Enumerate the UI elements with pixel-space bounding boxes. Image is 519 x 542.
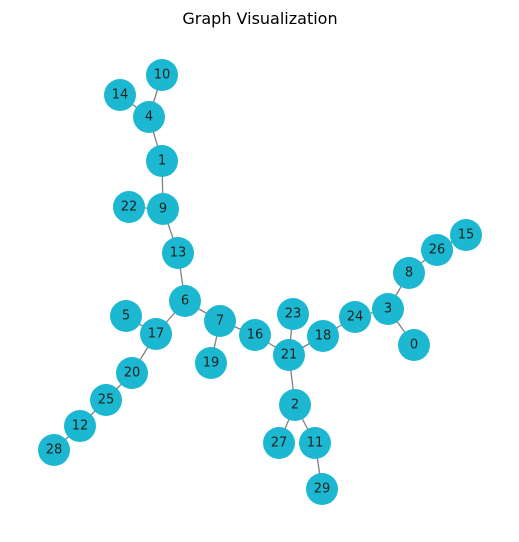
graph-title: Graph Visualization bbox=[182, 9, 337, 28]
node-1: 1 bbox=[146, 145, 178, 177]
node-label: 19 bbox=[203, 356, 220, 371]
node-label: 15 bbox=[458, 228, 475, 243]
node-circle bbox=[204, 305, 236, 337]
node-circle bbox=[146, 145, 178, 177]
node-circle bbox=[64, 410, 96, 442]
node-29: 29 bbox=[306, 473, 338, 505]
node-11: 11 bbox=[299, 427, 331, 459]
node-circle bbox=[110, 300, 142, 332]
node-label: 9 bbox=[159, 202, 167, 217]
node-23: 23 bbox=[277, 298, 309, 330]
node-label: 11 bbox=[307, 436, 324, 451]
node-label: 10 bbox=[154, 68, 171, 83]
node-6: 6 bbox=[169, 285, 201, 317]
node-15: 15 bbox=[450, 219, 482, 251]
node-label: 24 bbox=[347, 310, 364, 325]
node-9: 9 bbox=[147, 193, 179, 225]
node-circle bbox=[140, 318, 172, 350]
node-label: 7 bbox=[216, 314, 224, 329]
node-circle bbox=[273, 339, 305, 371]
node-27: 27 bbox=[263, 427, 295, 459]
node-label: 17 bbox=[148, 327, 165, 342]
node-circle bbox=[195, 347, 227, 379]
node-14: 14 bbox=[104, 79, 136, 111]
node-label: 3 bbox=[384, 302, 392, 317]
node-5: 5 bbox=[110, 300, 142, 332]
node-circle bbox=[133, 101, 165, 133]
node-circle bbox=[239, 319, 271, 351]
node-8: 8 bbox=[393, 257, 425, 289]
node-circle bbox=[372, 293, 404, 325]
node-circle bbox=[279, 389, 311, 421]
node-label: 20 bbox=[124, 366, 141, 381]
node-label: 1 bbox=[158, 154, 166, 169]
node-24: 24 bbox=[339, 301, 371, 333]
node-0: 0 bbox=[398, 329, 430, 361]
node-label: 29 bbox=[314, 482, 331, 497]
node-label: 12 bbox=[72, 419, 89, 434]
node-label: 6 bbox=[181, 294, 189, 309]
node-2: 2 bbox=[279, 389, 311, 421]
node-label: 13 bbox=[170, 246, 187, 261]
node-circle bbox=[162, 237, 194, 269]
node-circle bbox=[306, 473, 338, 505]
node-20: 20 bbox=[116, 357, 148, 389]
node-label: 27 bbox=[271, 436, 288, 451]
node-circle bbox=[263, 427, 295, 459]
node-label: 14 bbox=[112, 88, 129, 103]
node-circle bbox=[421, 234, 453, 266]
node-label: 26 bbox=[429, 243, 446, 258]
node-label: 18 bbox=[315, 329, 332, 344]
node-circle bbox=[38, 434, 70, 466]
node-label: 5 bbox=[122, 309, 130, 324]
node-7: 7 bbox=[204, 305, 236, 337]
node-3: 3 bbox=[372, 293, 404, 325]
node-26: 26 bbox=[421, 234, 453, 266]
node-circle bbox=[113, 191, 145, 223]
node-label: 25 bbox=[98, 393, 115, 408]
node-label: 22 bbox=[121, 200, 138, 215]
node-circle bbox=[104, 79, 136, 111]
node-label: 2 bbox=[291, 398, 299, 413]
node-16: 16 bbox=[239, 319, 271, 351]
node-label: 8 bbox=[405, 266, 413, 281]
node-label: 0 bbox=[410, 338, 418, 353]
node-label: 23 bbox=[285, 307, 302, 322]
node-circle bbox=[307, 320, 339, 352]
node-circle bbox=[169, 285, 201, 317]
node-circle bbox=[450, 219, 482, 251]
node-19: 19 bbox=[195, 347, 227, 379]
node-10: 10 bbox=[146, 59, 178, 91]
node-21: 21 bbox=[273, 339, 305, 371]
node-label: 16 bbox=[247, 328, 264, 343]
node-12: 12 bbox=[64, 410, 96, 442]
node-25: 25 bbox=[90, 384, 122, 416]
node-circle bbox=[299, 427, 331, 459]
node-label: 28 bbox=[46, 443, 63, 458]
node-circle bbox=[339, 301, 371, 333]
node-label: 4 bbox=[145, 110, 153, 125]
node-circle bbox=[90, 384, 122, 416]
node-circle bbox=[147, 193, 179, 225]
node-label: 21 bbox=[281, 348, 298, 363]
node-circle bbox=[393, 257, 425, 289]
node-13: 13 bbox=[162, 237, 194, 269]
node-circle bbox=[398, 329, 430, 361]
node-28: 28 bbox=[38, 434, 70, 466]
node-17: 17 bbox=[140, 318, 172, 350]
node-22: 22 bbox=[113, 191, 145, 223]
node-circle bbox=[277, 298, 309, 330]
node-18: 18 bbox=[307, 320, 339, 352]
node-4: 4 bbox=[133, 101, 165, 133]
node-circle bbox=[146, 59, 178, 91]
node-circle bbox=[116, 357, 148, 389]
